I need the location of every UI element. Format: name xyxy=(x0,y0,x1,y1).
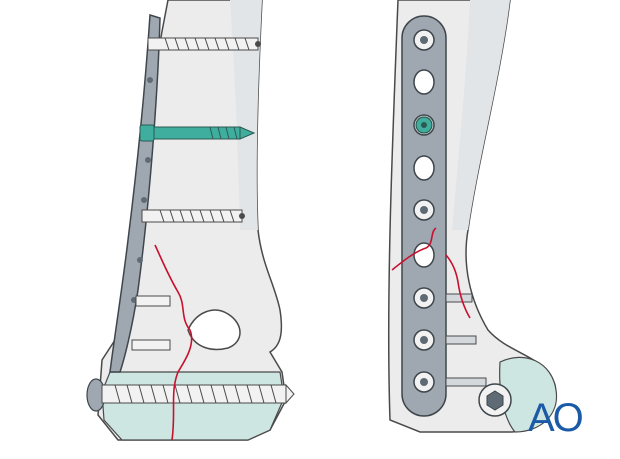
right-fracture-line-1 xyxy=(391,227,437,271)
capitulum-screw xyxy=(478,383,512,417)
distal-screws-short xyxy=(131,295,171,351)
right-fracture-line-2 xyxy=(445,254,471,319)
transcondylar-screw xyxy=(86,378,295,412)
olecranon-fossa xyxy=(187,309,241,351)
left-fracture-line xyxy=(154,244,193,441)
right-bone-shading xyxy=(452,0,510,230)
right-view xyxy=(387,0,558,433)
green-locking-screw xyxy=(415,116,433,134)
left-articular-cartilage xyxy=(101,371,285,441)
shaft-screw-1 xyxy=(147,37,261,51)
green-lag-screw xyxy=(139,124,256,142)
posterolateral-plate xyxy=(109,14,161,373)
left-view xyxy=(86,0,295,441)
shaft-screw-2 xyxy=(141,209,245,223)
ao-logo: AO xyxy=(528,396,584,440)
right-distal-screws xyxy=(445,293,487,387)
left-bone-shading xyxy=(205,0,262,230)
right-plate-holes xyxy=(413,29,435,393)
